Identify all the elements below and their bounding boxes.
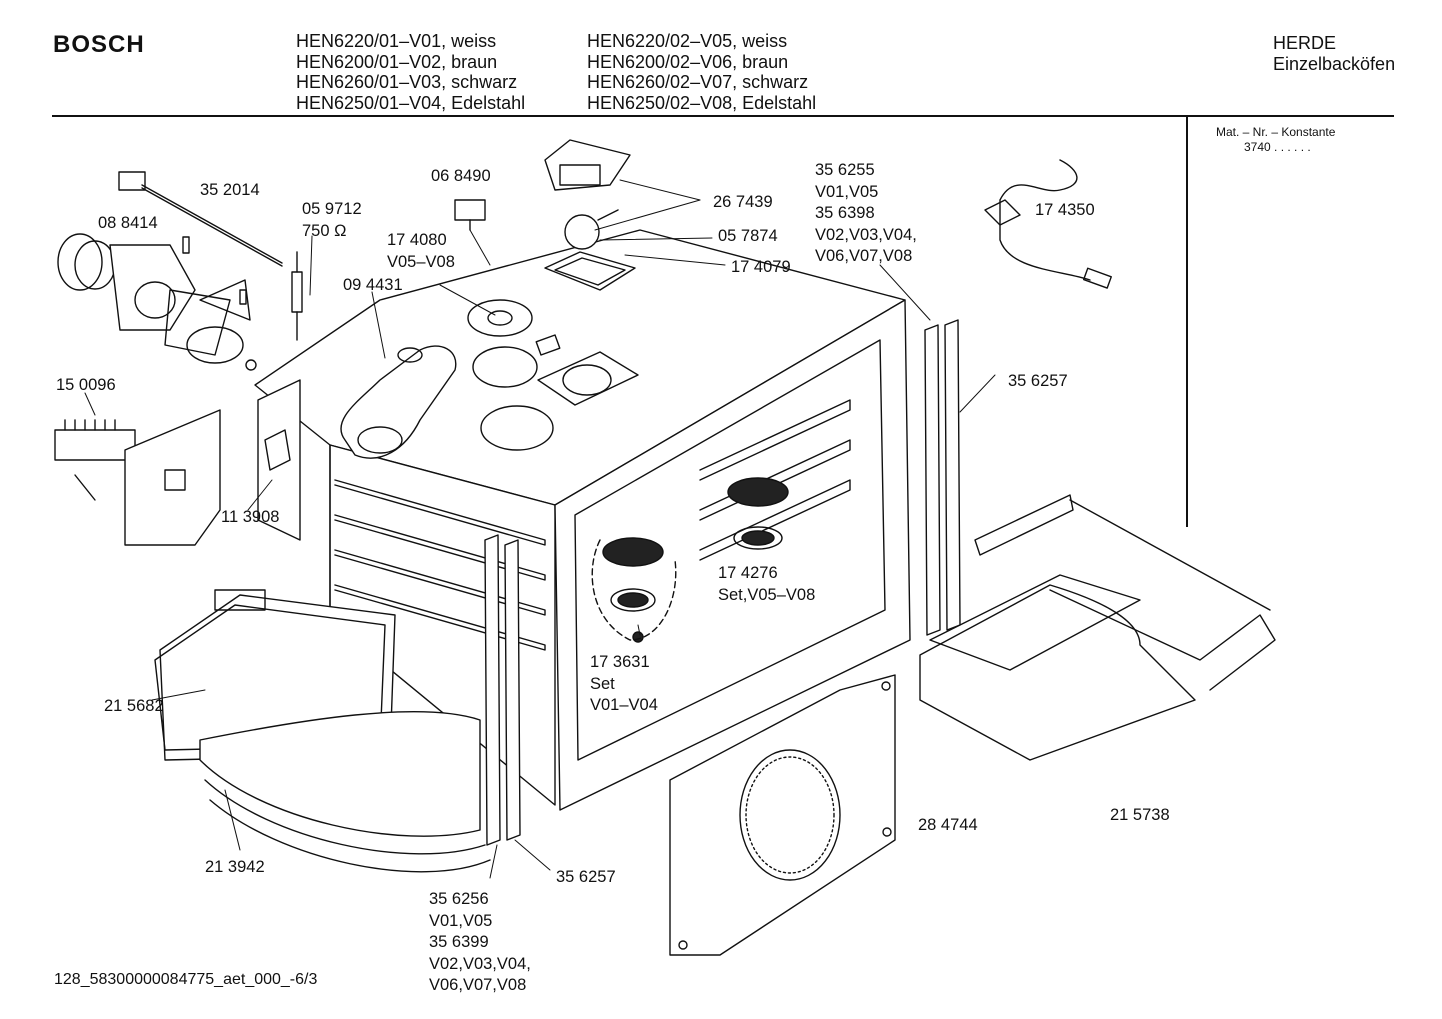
resistor	[291, 251, 303, 341]
part-label-088414: 08 8414	[98, 214, 158, 232]
mounting-bracket	[124, 409, 221, 546]
part-label-267439: 26 7439	[713, 193, 773, 211]
temperature-probe	[984, 159, 1112, 289]
model-line: HEN6220/02–V05, weiss	[587, 31, 788, 51]
sensor-probe	[118, 171, 283, 267]
material-value: 3740 . . . . . .	[1244, 140, 1311, 154]
brand-logo: BOSCH	[53, 31, 145, 58]
oven-floor-insulation	[199, 711, 491, 873]
header-divider	[52, 115, 1394, 117]
part-label-057874: 05 7874	[718, 227, 778, 245]
model-line: HEN6250/01–V04, Edelstahl	[296, 92, 526, 113]
part-label-068490: 06 8490	[431, 167, 491, 185]
door-seal-strips	[484, 319, 961, 846]
part-label-352014: 35 2014	[200, 181, 260, 199]
thermal-switch	[454, 199, 486, 231]
rear-fan-cover	[669, 674, 896, 956]
part-label-356257-top: 35 6257	[1008, 372, 1068, 390]
leader-lines	[84, 179, 996, 879]
part-label-174079: 17 4079	[731, 258, 791, 276]
model-line: HEN6260/01–V03, schwarz	[296, 72, 518, 92]
model-line: HEN6200/02–V06, braun	[587, 51, 789, 72]
material-label: Mat. – Nr. – Konstante	[1216, 125, 1336, 139]
part-label-094431: 09 4431	[343, 276, 403, 294]
part-label-213942: 21 3942	[205, 858, 265, 876]
part-label-215682: 21 5682	[104, 697, 164, 715]
part-label-215738: 21 5738	[1110, 806, 1170, 824]
terminal-block	[54, 419, 136, 501]
material-box: Mat. – Nr. – Konstante 3740 . . . . . .	[1216, 125, 1335, 155]
oven-cavity	[254, 229, 911, 811]
document-code: 128_58300000084775_aet_000_-6/3	[54, 971, 318, 988]
part-label-174350: 17 4350	[1035, 201, 1095, 219]
model-list-2: HEN6220/02–V05, weiss HEN6200/02–V06, br…	[587, 31, 816, 113]
category-title: HERDE	[1273, 33, 1337, 53]
side-divider	[1186, 117, 1188, 527]
model-line: HEN6250/02–V08, Edelstahl	[587, 92, 817, 113]
cookware-set	[591, 477, 789, 643]
part-label-356257-bottom: 35 6257	[556, 868, 616, 886]
fan-motor-assembly	[57, 233, 257, 371]
category-block: HERDE Einzelbacköfen	[1273, 33, 1395, 74]
side-panel-left	[257, 379, 301, 541]
part-label-284744: 28 4744	[918, 816, 978, 834]
model-line: HEN6260/02–V07, schwarz	[587, 72, 809, 92]
category-subtitle: Einzelbacköfen	[1273, 53, 1396, 74]
model-list-1: HEN6220/01–V01, weiss HEN6200/01–V02, br…	[296, 31, 525, 113]
model-line: HEN6220/01–V01, weiss	[296, 31, 497, 51]
part-label-150096: 15 0096	[56, 376, 116, 394]
grill-heater	[919, 494, 1276, 761]
model-line: HEN6200/01–V02, braun	[296, 51, 498, 72]
lamp-assembly	[544, 139, 631, 250]
part-label-113908: 11 3908	[221, 508, 280, 526]
